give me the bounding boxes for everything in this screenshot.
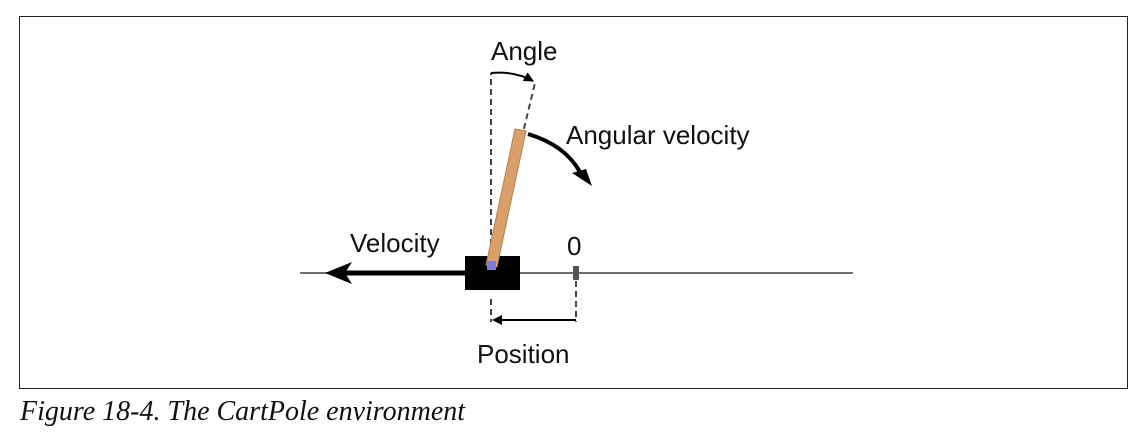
position-bracket-head bbox=[492, 315, 502, 325]
figure-caption: Figure 18-4. The CartPole environment bbox=[20, 396, 466, 427]
zero-label: 0 bbox=[567, 231, 581, 261]
zero-tick bbox=[573, 266, 579, 280]
axle bbox=[487, 261, 496, 270]
angle-label: Angle bbox=[491, 36, 558, 66]
velocity-arrow-head bbox=[325, 262, 352, 284]
position-label: Position bbox=[477, 339, 570, 369]
angular-velocity-arrow-head bbox=[572, 169, 592, 186]
angle-arc bbox=[490, 71, 534, 82]
angular-velocity-arrow-shaft bbox=[527, 132, 582, 174]
angular-velocity-label: Angular velocity bbox=[566, 120, 750, 150]
figure-frame bbox=[19, 16, 1128, 389]
velocity-label: Velocity bbox=[350, 228, 440, 258]
